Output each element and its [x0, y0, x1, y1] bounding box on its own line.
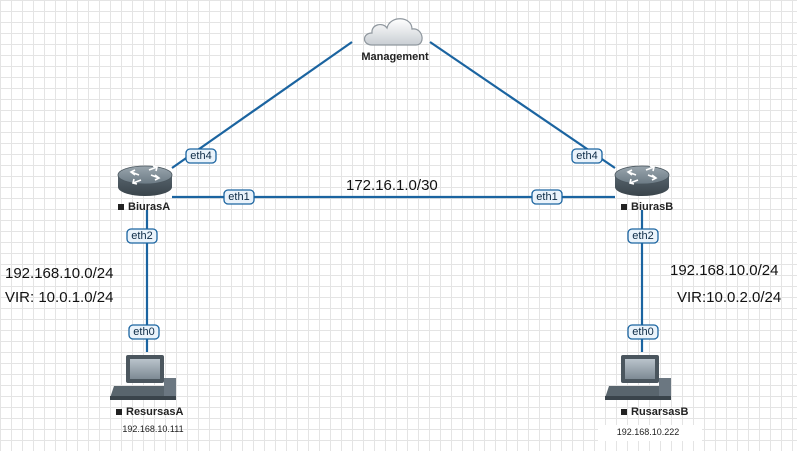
port-rusarsasb-eth0[interactable]: eth0: [627, 324, 659, 340]
port-biurasa-eth1[interactable]: eth1: [223, 189, 255, 205]
computer-icon: [110, 355, 176, 400]
right-vir-label: VIR:10.0.2.0/24: [677, 289, 781, 306]
link-routerA-management[interactable]: [171, 41, 353, 169]
router-bullet-icon: [621, 204, 627, 210]
port-label: eth4: [576, 150, 597, 162]
router-icon: [614, 165, 670, 196]
router-label: BiurasB: [631, 201, 673, 213]
router-biurasa[interactable]: BiurasA: [117, 165, 173, 213]
port-biurasb-eth2[interactable]: eth2: [627, 228, 659, 244]
host-ip: 192.168.10.222: [617, 427, 680, 437]
host-label: ResursasA: [126, 406, 184, 418]
transit-network-label: 172.16.1.0/30: [346, 177, 438, 194]
port-label: eth2: [632, 230, 653, 242]
host-label: RusarsasB: [631, 406, 689, 418]
port-label: eth0: [632, 326, 653, 338]
port-label: eth1: [228, 191, 249, 203]
port-resursasa-eth0[interactable]: eth0: [128, 324, 160, 340]
port-biurasb-eth4[interactable]: eth4: [571, 148, 603, 164]
router-bullet-icon: [118, 204, 124, 210]
router-label: BiurasA: [128, 201, 170, 213]
router-biurasb[interactable]: BiurasB: [614, 165, 673, 213]
port-biurasb-eth1[interactable]: eth1: [531, 189, 563, 205]
cloud-icon: [363, 18, 423, 46]
host-ip-background: [598, 425, 702, 441]
port-label: eth2: [131, 230, 152, 242]
cloud-label: Management: [361, 51, 429, 63]
port-label: eth0: [133, 326, 154, 338]
port-biurasa-eth2[interactable]: eth2: [126, 228, 158, 244]
links: [145, 41, 644, 352]
right-subnet-label: 192.168.10.0/24: [670, 262, 778, 279]
host-ip: 192.168.10.111: [122, 424, 183, 434]
computer-icon: [605, 355, 671, 400]
port-biurasa-eth4[interactable]: eth4: [185, 148, 217, 164]
host-bullet-icon: [116, 409, 122, 415]
router-icon: [117, 165, 173, 196]
host-resursasa[interactable]: ResursasA 192.168.10.111: [110, 355, 184, 434]
port-label: eth1: [536, 191, 557, 203]
host-bullet-icon: [621, 409, 627, 415]
host-rusarsasb[interactable]: RusarsasB 192.168.10.222: [598, 355, 702, 441]
port-label: eth4: [190, 150, 211, 162]
left-vir-label: VIR: 10.0.1.0/24: [5, 289, 113, 306]
management-cloud[interactable]: Management: [361, 18, 429, 63]
left-subnet-label: 192.168.10.0/24: [5, 265, 113, 282]
link-routerB-management[interactable]: [429, 41, 616, 169]
